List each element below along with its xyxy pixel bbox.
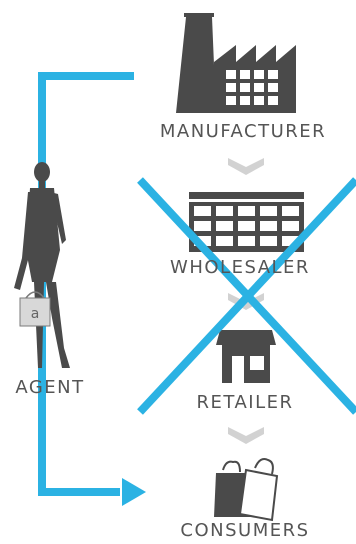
consumers-label: CONSUMERS (180, 520, 310, 541)
chevron-down-icon (228, 427, 264, 444)
warehouse-icon (189, 192, 304, 252)
flow-arrowhead (122, 478, 146, 506)
svg-text:a: a (31, 306, 40, 322)
chevron-down-icon (228, 158, 264, 175)
wholesaler-label: WHOLESALER (170, 257, 310, 278)
retailer-label: RETAILER (196, 392, 294, 413)
businesswoman-icon: a (14, 162, 70, 368)
shopping-bags-icon (214, 458, 279, 522)
factory-icon (176, 13, 296, 113)
agent-label: AGENT (15, 377, 85, 398)
manufacturer-label: MANUFACTURER (159, 121, 327, 142)
cross-out-mark (137, 177, 356, 415)
shop-icon (216, 330, 276, 383)
